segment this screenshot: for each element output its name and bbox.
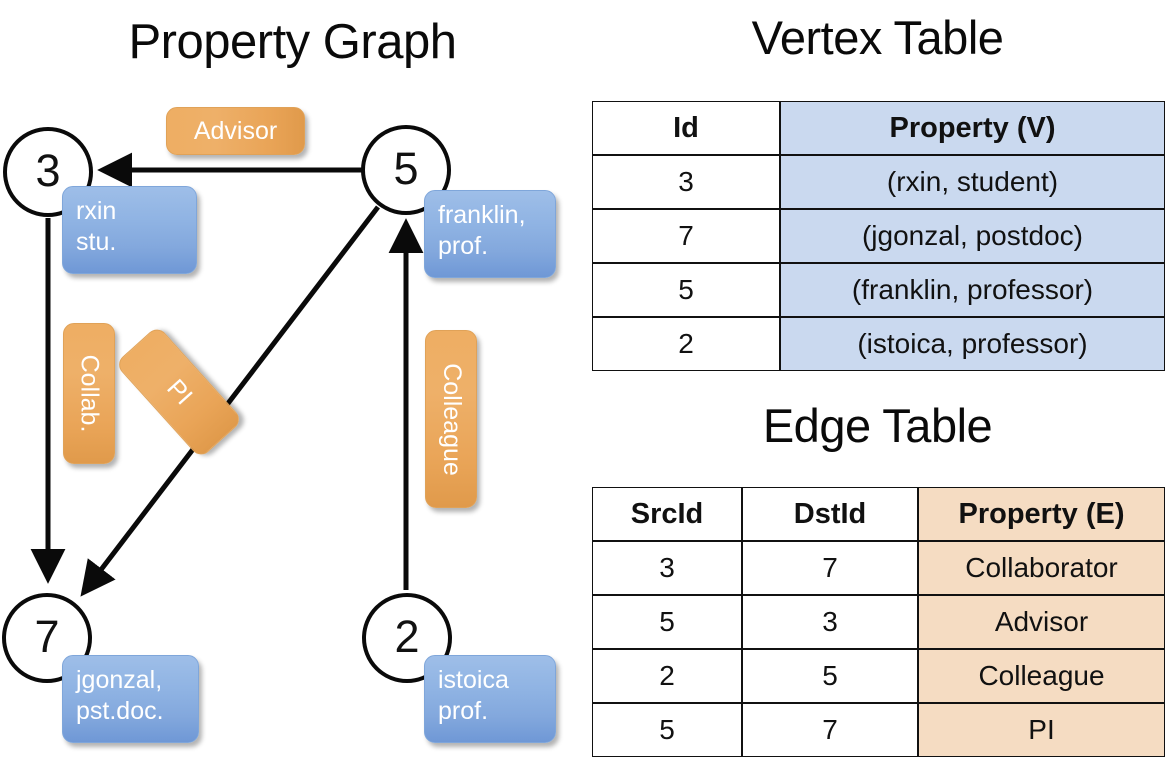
vertex-property-box-franklin-line1: franklin,: [438, 201, 526, 229]
graph-node-2[interactable]: 2: [362, 593, 452, 683]
edge-label-colleague-text: Colleague: [437, 362, 466, 476]
vertex-table: Id Property (V) 3 (rxin, student) 7 (jgo…: [592, 101, 1165, 371]
graph-node-2-label: 2: [394, 610, 420, 662]
edge-row-2-src: 2: [592, 649, 742, 703]
edge-label-collab[interactable]: Collab.: [63, 323, 115, 464]
edge-row-1-dst: 3: [742, 595, 918, 649]
table-row: 3 (rxin, student): [592, 155, 1165, 209]
vertex-table-header-row: Id Property (V): [592, 101, 1165, 155]
vertex-table-header-property: Property (V): [780, 101, 1165, 155]
graph-node-5[interactable]: 5: [361, 125, 451, 215]
vertex-row-1-id: 7: [592, 209, 780, 263]
vertex-row-0-id: 3: [592, 155, 780, 209]
table-row: 2 5 Colleague: [592, 649, 1165, 703]
edge-row-3-dst: 7: [742, 703, 918, 757]
edge-row-2-dst: 5: [742, 649, 918, 703]
edge-label-colleague[interactable]: Colleague: [425, 330, 477, 508]
edge-label-pi-text: PI: [161, 373, 198, 410]
graph-node-7-label: 7: [34, 610, 60, 662]
graph-node-5-label: 5: [393, 142, 419, 194]
vertex-property-box-jgonzal-line2: pst.doc.: [76, 697, 164, 726]
vertex-property-box-rxin[interactable]: rxin stu.: [62, 186, 197, 274]
vertex-table-header-id: Id: [592, 101, 780, 155]
edge-label-collab-text: Collab.: [75, 354, 104, 433]
edge-row-3-src: 5: [592, 703, 742, 757]
vertex-row-3-property: (istoica, professor): [780, 317, 1165, 371]
graph-edges: [30, 152, 424, 597]
vertex-property-box-istoica-line1: istoica: [438, 666, 509, 694]
edge-row-1-src: 5: [592, 595, 742, 649]
table-row: 2 (istoica, professor): [592, 317, 1165, 371]
vertex-row-2-property: (franklin, professor): [780, 263, 1165, 317]
edge-row-2-property: Colleague: [918, 649, 1165, 703]
vertex-property-box-rxin-line1: rxin: [76, 197, 117, 225]
table-row: 5 7 PI: [592, 703, 1165, 757]
edge-label-advisor-text: Advisor: [193, 116, 278, 145]
table-row: 3 7 Collaborator: [592, 541, 1165, 595]
page-title-property-graph: Property Graph: [128, 15, 458, 69]
edge-row-3-property: PI: [918, 703, 1165, 757]
edge-row-0-dst: 7: [742, 541, 918, 595]
edge-table-header-dstid: DstId: [742, 487, 918, 541]
page-title-edge-table: Edge Table: [762, 399, 993, 452]
vertex-property-box-istoica-line2: prof.: [438, 697, 489, 726]
edge-table-header-row: SrcId DstId Property (E): [592, 487, 1165, 541]
property-graph-diagram: 3 5 7 2 rxin stu. franklin, prof. jgonza…: [2, 107, 556, 743]
edge-table-header-property: Property (E): [918, 487, 1165, 541]
table-row: 5 3 Advisor: [592, 595, 1165, 649]
graph-node-3-label: 3: [35, 144, 61, 196]
vertex-property-box-jgonzal[interactable]: jgonzal, pst.doc.: [62, 655, 199, 743]
vertex-row-2-id: 5: [592, 263, 780, 317]
table-row: 7 (jgonzal, postdoc): [592, 209, 1165, 263]
vertex-row-0-property: (rxin, student): [780, 155, 1165, 209]
edge-row-0-src: 3: [592, 541, 742, 595]
vertex-property-box-franklin[interactable]: franklin, prof.: [424, 190, 556, 278]
vertex-row-1-property: (jgonzal, postdoc): [780, 209, 1165, 263]
edge-row-1-property: Advisor: [918, 595, 1165, 649]
vertex-property-box-jgonzal-line1: jgonzal,: [76, 666, 163, 694]
edge-table: SrcId DstId Property (E) 3 7 Collaborato…: [592, 487, 1165, 757]
vertex-property-box-franklin-line2: prof.: [438, 232, 489, 261]
table-row: 5 (franklin, professor): [592, 263, 1165, 317]
vertex-property-box-rxin-line2: stu.: [76, 228, 117, 257]
vertex-property-box-istoica[interactable]: istoica prof.: [424, 655, 556, 743]
edge-row-0-property: Collaborator: [918, 541, 1165, 595]
edge-table-header-srcid: SrcId: [592, 487, 742, 541]
edge-label-advisor[interactable]: Advisor: [166, 107, 305, 155]
page-title-vertex-table: Vertex Table: [751, 11, 1004, 64]
edge-5-to-7: [80, 205, 380, 597]
vertex-row-3-id: 2: [592, 317, 780, 371]
